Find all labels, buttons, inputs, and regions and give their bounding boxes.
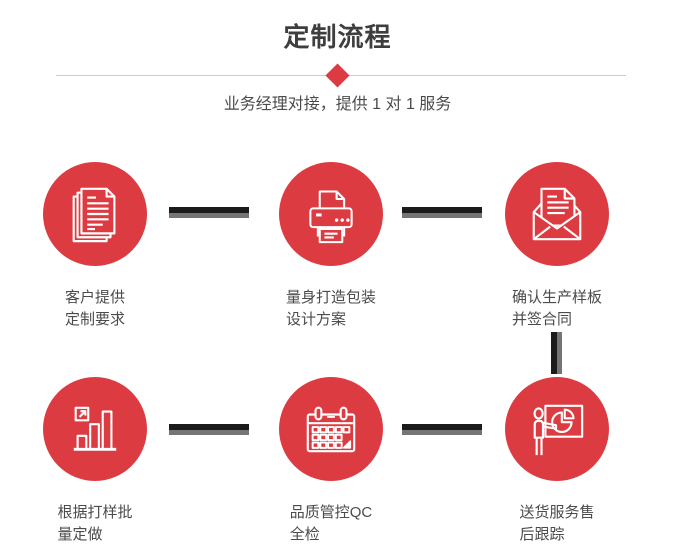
connector-bar xyxy=(402,207,482,218)
step-label: 量身打造包装 设计方案 xyxy=(285,289,376,328)
envelope-icon xyxy=(532,187,582,241)
step-circle xyxy=(43,377,147,481)
step-label: 根据打样批 量定做 xyxy=(57,504,133,543)
step-label: 品质管控QC 全检 xyxy=(289,504,373,543)
process-step-confirm-sample: 确认生产样板 并签合同 xyxy=(505,162,609,331)
process-step-packaging-design: 量身打造包装 设计方案 xyxy=(279,162,383,331)
calendar-icon xyxy=(306,406,356,453)
step-label: 客户提供 定制要求 xyxy=(64,289,125,328)
connector-bar xyxy=(169,207,249,218)
connector-bar-vertical xyxy=(551,332,562,374)
page-title: 定制流程 xyxy=(283,22,392,52)
step-circle xyxy=(505,162,609,266)
section-subtitle: 业务经理对接，提供 1 对 1 服务 xyxy=(223,96,452,113)
connector-bar xyxy=(402,424,482,435)
process-step-customer-requirements: 客户提供 定制要求 xyxy=(43,162,147,331)
process-step-batch-production: 根据打样批 量定做 xyxy=(43,377,147,546)
step-circle xyxy=(43,162,147,266)
process-step-delivery-tracking: 送货服务售 后跟踪 xyxy=(505,377,609,546)
bar-chart-icon xyxy=(73,406,117,451)
printer-icon xyxy=(309,190,353,244)
presentation-icon xyxy=(533,404,584,456)
process-step-qc-inspection: 品质管控QC 全检 xyxy=(279,377,383,546)
documents-icon xyxy=(72,187,116,243)
connector-bar xyxy=(169,424,249,435)
step-circle xyxy=(279,162,383,266)
step-circle xyxy=(505,377,609,481)
step-label: 送货服务售 后跟踪 xyxy=(519,504,595,543)
diamond-icon xyxy=(325,63,350,88)
step-label: 确认生产样板 并签合同 xyxy=(511,289,602,328)
step-circle xyxy=(279,377,383,481)
